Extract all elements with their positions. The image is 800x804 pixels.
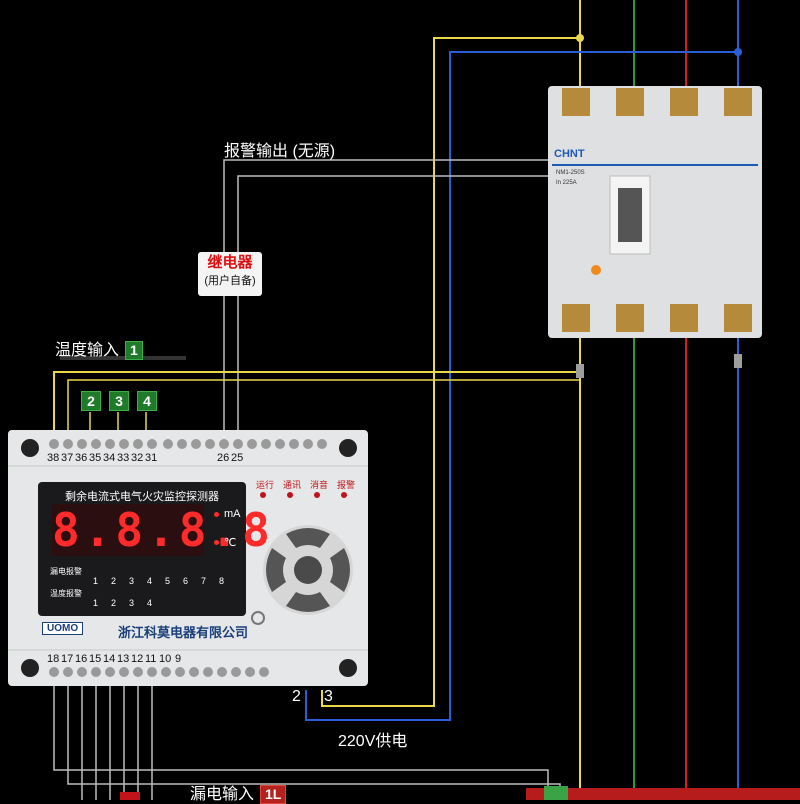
wire-leak-1 [53, 686, 549, 800]
terminal-36: 36 [75, 452, 88, 464]
current-transformer [526, 788, 800, 800]
current-transformer [120, 792, 140, 800]
down-key [286, 592, 330, 612]
buzzer [251, 611, 265, 625]
device-title: 剩余电流式电气火灾监控探测器 [65, 491, 219, 503]
unit-ma: mA [224, 508, 241, 520]
temp-tag-4: 4 [137, 391, 157, 411]
terminal-18: 18 [47, 653, 60, 665]
company-name: 浙江科莫电器有限公司 [118, 625, 249, 640]
terminal-26: 26 [217, 452, 230, 464]
temp-num: 2 [111, 598, 117, 608]
junction-dot [576, 34, 584, 42]
terminal-17: 17 [61, 653, 74, 665]
relay-title: 继电器 [207, 254, 253, 271]
terminal-37: 37 [61, 452, 74, 464]
bottom-terminal-screws [49, 667, 269, 677]
terminal-33: 33 [117, 452, 130, 464]
terminal-11: 11 [145, 653, 157, 665]
wire-power-yellow [321, 37, 580, 707]
celsius-led [214, 540, 219, 545]
temp-input-label: 温度输入 1 [55, 336, 143, 360]
temp-alarm-label: 温度报警 [50, 589, 82, 598]
terminal-16: 16 [75, 653, 88, 665]
led-display: 8.8.8.8 [52, 503, 274, 557]
keypad [263, 525, 353, 615]
power-terminal-3: 3 [324, 688, 333, 705]
temp-num: 3 [129, 598, 135, 608]
terminal-34: 34 [103, 452, 116, 464]
leak-num: 3 [129, 576, 135, 586]
wire-alarm-out-1 [223, 159, 548, 450]
leak-input-text: 漏电输入 [190, 786, 255, 803]
test-button [591, 265, 601, 275]
circuit-breaker: CHNT NM1-250S In 225A [548, 86, 762, 338]
center-key [294, 556, 322, 584]
indicator-mute: 消音 [310, 480, 329, 490]
breaker-stripe [552, 164, 758, 166]
device-body [8, 439, 368, 677]
terminal-9: 9 [175, 653, 182, 665]
leak-input-label: 漏电输入 1L [190, 780, 287, 804]
leak-num: 4 [147, 576, 153, 586]
terminal-38: 38 [47, 452, 60, 464]
ma-led [214, 512, 219, 517]
ct-connector [544, 786, 568, 800]
leak-num: 1 [93, 576, 99, 586]
indicator-run: 运行 [256, 480, 275, 490]
indicator-comm: 通讯 [283, 480, 302, 490]
terminal-10: 10 [159, 653, 172, 665]
alarm-output-label: 报警输出 (无源) [224, 143, 336, 160]
temp-input-text: 温度输入 [55, 342, 120, 359]
temp-num: 4 [147, 598, 153, 608]
terminal-14: 14 [103, 653, 116, 665]
breaker-model: NM1-250S [556, 170, 585, 176]
leak-num: 6 [183, 576, 189, 586]
top-terminal-screws [49, 439, 327, 449]
breaker-body [562, 88, 752, 332]
wire-alarm-out-2 [237, 175, 548, 450]
leak-num: 5 [165, 576, 171, 586]
relay-note: (用户自备) [204, 275, 256, 287]
leak-input-tag: 1L [260, 785, 287, 804]
temp-input-tag: 1 [125, 341, 143, 360]
wire-power-blue [305, 51, 738, 721]
leak-num: 8 [219, 576, 225, 586]
up-key [286, 528, 330, 548]
brand-logo: UOMO [42, 622, 84, 635]
terminal-12: 12 [131, 653, 144, 665]
temp-sensor [576, 364, 584, 378]
terminal-35: 35 [89, 452, 102, 464]
left-key [266, 548, 286, 592]
terminal-25: 25 [231, 452, 244, 464]
breaker-brand: CHNT [554, 148, 585, 160]
unit-celsius: ℃ [224, 537, 237, 549]
leak-alarm-label: 漏电报警 [50, 567, 82, 576]
leak-num: 7 [201, 576, 207, 586]
terminal-32: 32 [131, 452, 144, 464]
temp-num: 1 [93, 598, 99, 608]
wire-leak-2 [67, 686, 561, 800]
display-panel: 剩余电流式电气火灾监控探测器 8.8.8.8 mA ℃ 漏电报警 1 2 3 4… [38, 482, 274, 616]
junction-dot [734, 48, 742, 56]
power-terminal-2: 2 [292, 688, 301, 705]
temp-sensor [734, 354, 742, 368]
terminal-31: 31 [145, 452, 158, 464]
wire-temp-input [53, 371, 580, 450]
leak-num: 2 [111, 576, 117, 586]
breaker-rating: In 225A [556, 180, 577, 186]
temp-tag-3: 3 [109, 391, 129, 411]
right-key [330, 548, 350, 592]
power-supply-label: 220V供电 [338, 733, 408, 750]
temp-tag-2: 2 [81, 391, 101, 411]
wire-temp-input-2 [67, 379, 580, 450]
terminal-15: 15 [89, 653, 102, 665]
indicator-alarm: 报警 [337, 480, 356, 490]
terminal-13: 13 [117, 653, 130, 665]
relay-box: 继电器 (用户自备) [198, 252, 262, 296]
